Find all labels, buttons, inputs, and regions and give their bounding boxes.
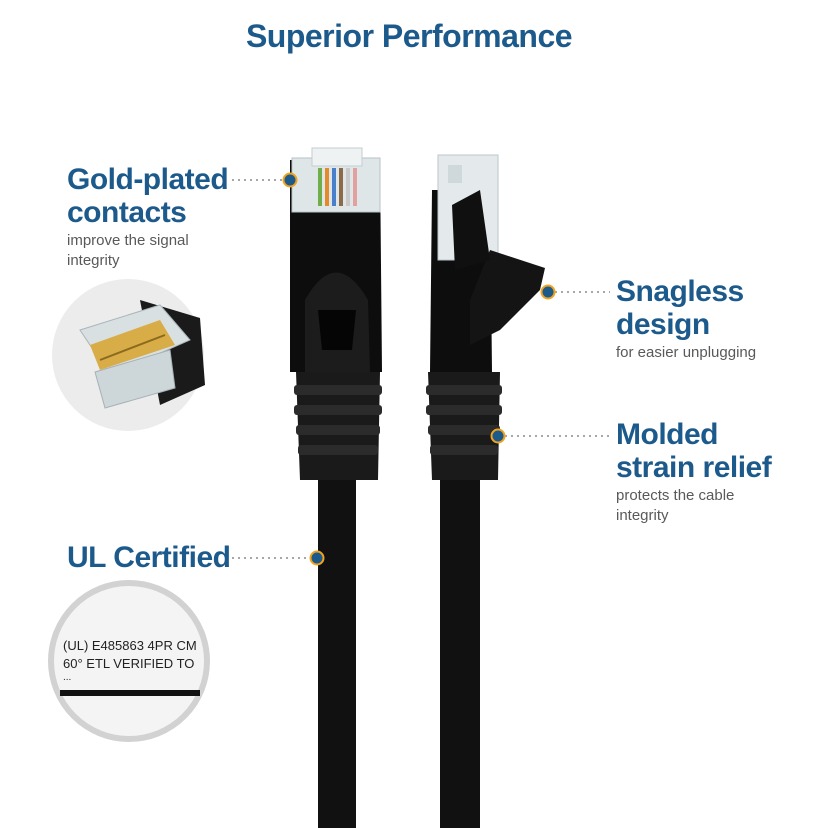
- gold-contacts-pin: [282, 172, 298, 188]
- feature-description: improve the signal: [67, 232, 189, 249]
- feature-heading: Snagless: [616, 275, 744, 308]
- feature-description: integrity: [67, 252, 120, 269]
- cable-print-zoom: [48, 580, 210, 742]
- side-connector: [426, 154, 545, 828]
- feature-heading: Molded: [616, 418, 719, 451]
- feature-strain-relief: Molded strain relief protects the cable …: [616, 418, 772, 526]
- feature-heading: Gold-plated: [67, 163, 229, 196]
- feature-gold-contacts: Gold-plated contacts improve the signal …: [67, 163, 229, 271]
- feature-heading: strain relief: [616, 451, 772, 484]
- feature-heading: contacts: [67, 196, 187, 229]
- feature-ul-certified: UL Certified: [67, 541, 231, 574]
- cable-print-line1: (UL) E485863 4PR CM: [63, 638, 197, 653]
- snagless-pin: [540, 284, 556, 300]
- gold-contacts-zoom: [52, 279, 205, 431]
- cable-print-line3: ...: [63, 672, 72, 683]
- strain-relief-pin: [490, 428, 506, 444]
- front-connector: [290, 147, 382, 828]
- cable-print-line2: 60° ETL VERIFIED TO: [63, 656, 195, 671]
- feature-heading: UL Certified: [67, 541, 231, 574]
- page-title: Superior Performance: [245, 18, 573, 54]
- ul-certified-pin: [309, 550, 325, 566]
- feature-heading: design: [616, 308, 710, 341]
- feature-snagless: Snagless design for easier unplugging: [616, 275, 756, 363]
- feature-description: integrity: [616, 507, 669, 524]
- feature-description: protects the cable: [616, 487, 735, 504]
- feature-description: for easier unplugging: [616, 344, 757, 361]
